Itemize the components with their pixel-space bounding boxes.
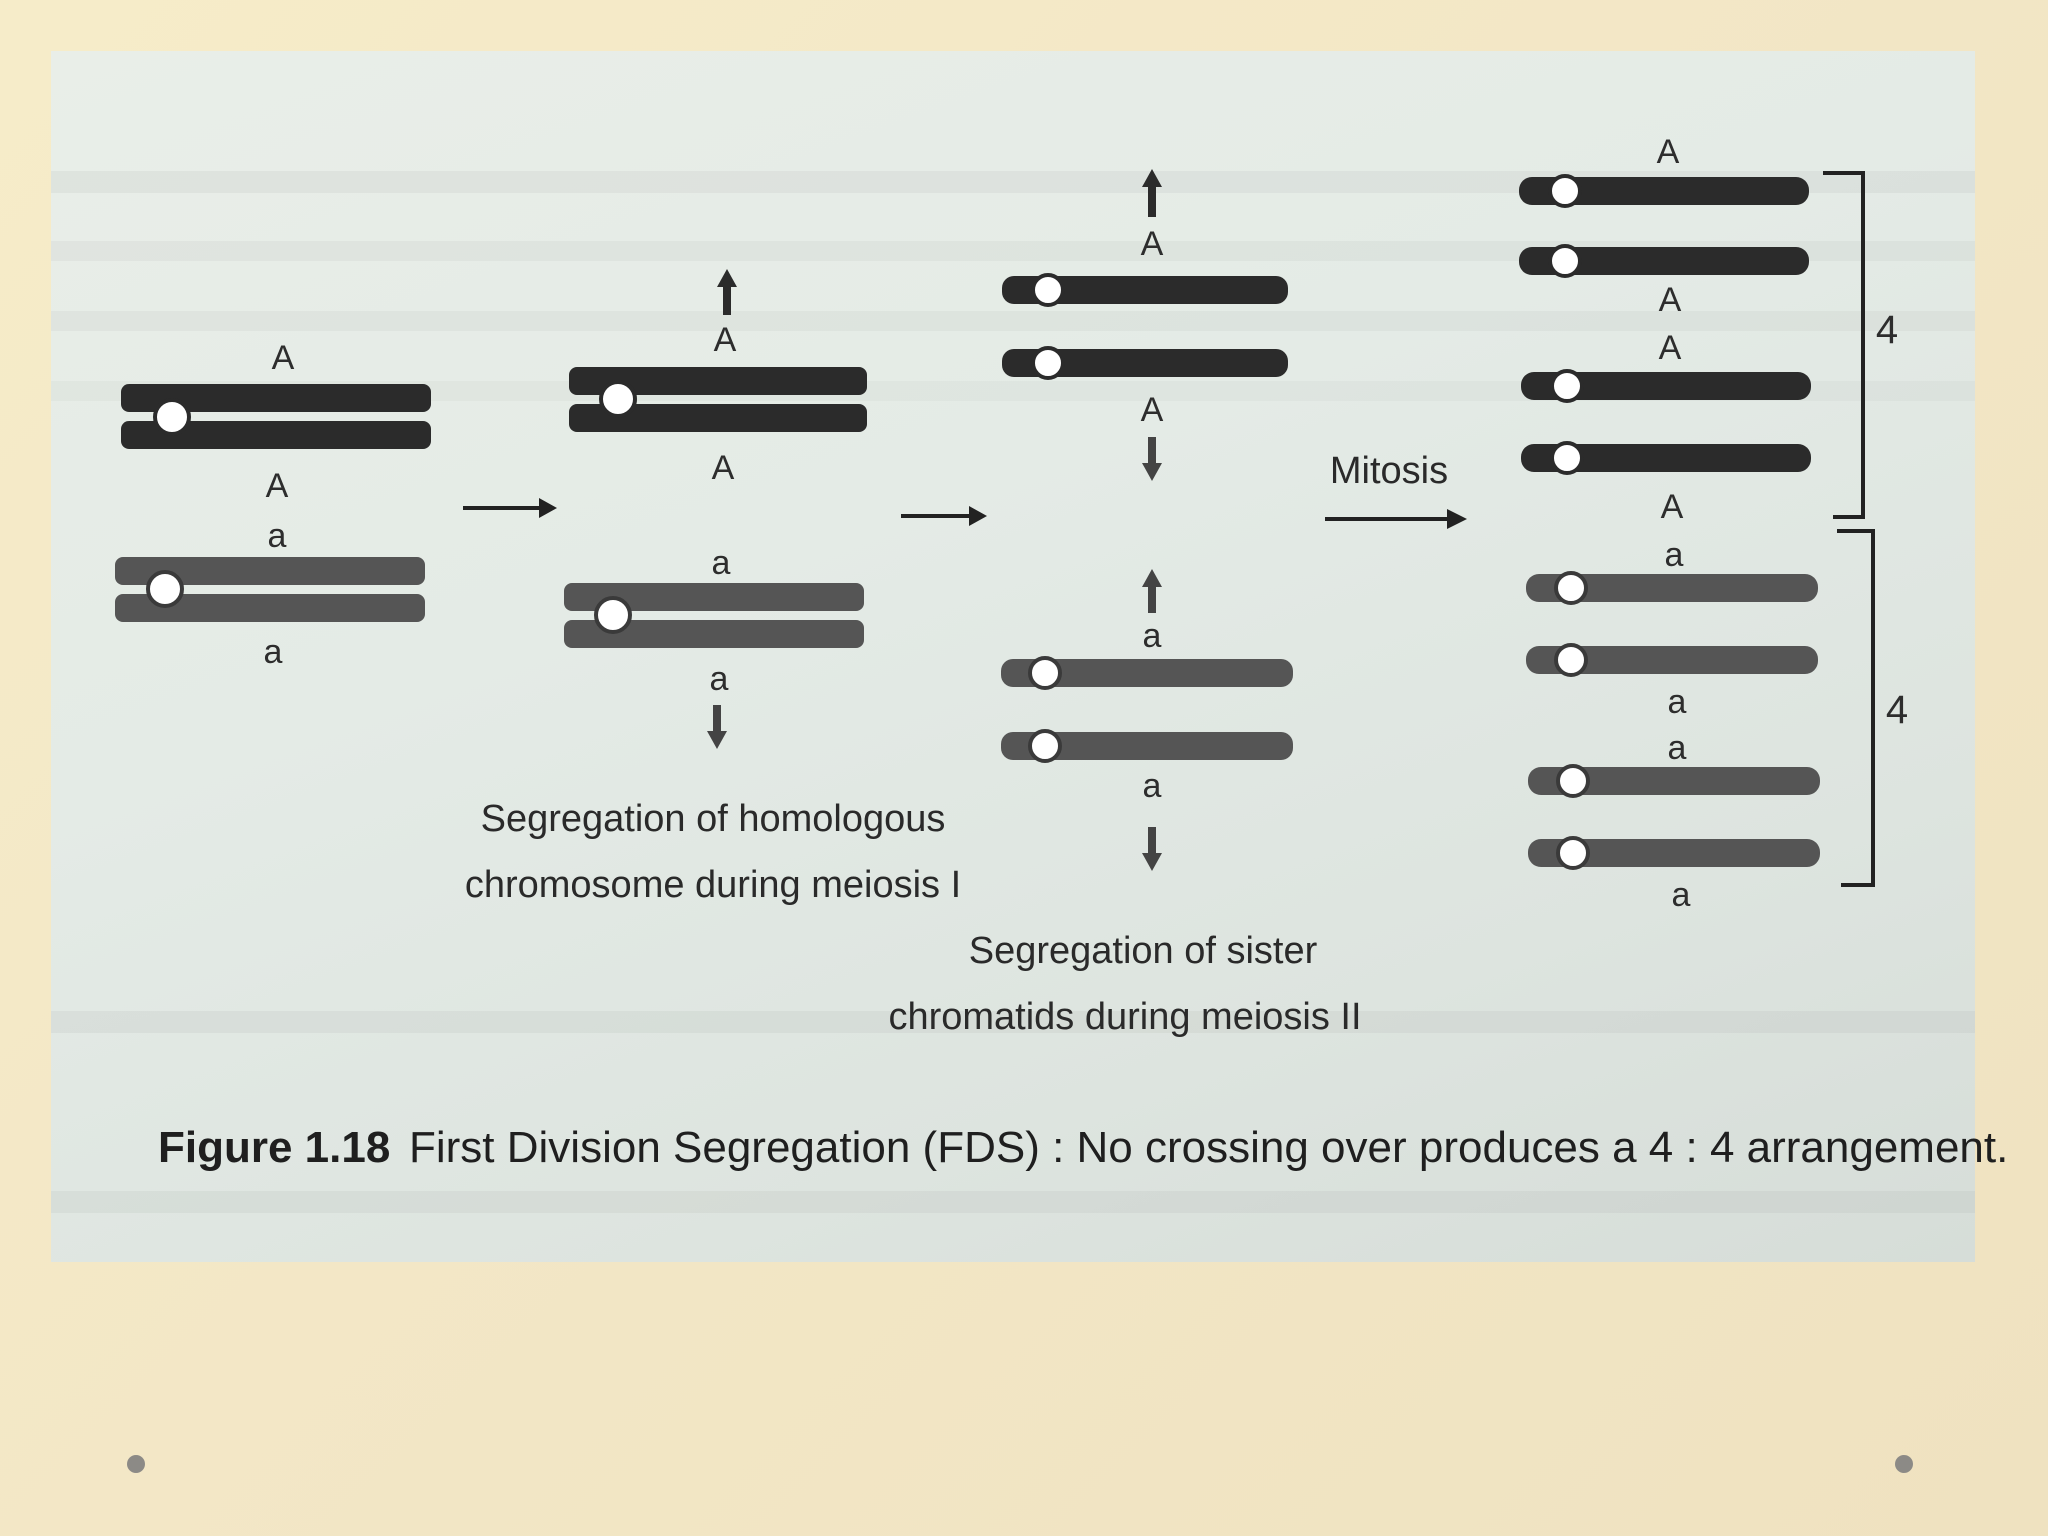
centromere (1031, 273, 1065, 307)
chromatid (1526, 574, 1818, 602)
stage4-label-a2: a (1668, 683, 1687, 721)
slide-bullet-right (1895, 1455, 1913, 1473)
centromere (1028, 656, 1062, 690)
centromere (153, 398, 191, 436)
arrow-mitosis: Mitosis (1325, 450, 1467, 529)
centromere (1550, 441, 1584, 475)
chromatid (1521, 444, 1811, 472)
chromatid (1528, 839, 1820, 867)
chromatid (1001, 659, 1293, 687)
chromatid (1528, 767, 1820, 795)
caption-text: First Division Segregation (FDS) : No cr… (409, 1123, 2008, 1172)
centromere (1031, 346, 1065, 380)
up-arrow (1142, 169, 1162, 217)
stage2-label-a-bottom: a (710, 660, 729, 698)
stage3-label-a-bottom: a (1143, 767, 1162, 805)
arrow-stage2-to-3 (901, 506, 987, 526)
stage3-label-A-top: A (1141, 225, 1164, 263)
stage4-label-a3: a (1668, 729, 1687, 767)
bracket-top (1823, 171, 1865, 519)
meiosis2-caption-line2: chromatids during meiosis II (888, 996, 1361, 1038)
stage2-label-A-bottom: A (712, 449, 735, 487)
stage3-meiosis2: A A a a Segregation of sister chromatids… (888, 169, 1362, 1038)
stage3-label-a-top: a (1143, 617, 1162, 655)
stage4-label-A2: A (1659, 281, 1682, 319)
up-arrow (1142, 569, 1162, 613)
meiosis2-caption-line1: Segregation of sister (969, 930, 1318, 972)
chromatid (1002, 349, 1288, 377)
mitosis-label: Mitosis (1330, 450, 1448, 492)
stage4-label-A3: A (1659, 329, 1682, 367)
chromatid (569, 404, 867, 432)
stage4-ascospores: A A A A a a a (1519, 133, 1908, 914)
centromere (1556, 764, 1590, 798)
chromatid (1002, 276, 1288, 304)
figure-photo: A A a a A (51, 51, 2008, 1262)
centromere (1554, 643, 1588, 677)
stage4-label-A4: A (1661, 488, 1684, 526)
bracket-bottom (1837, 529, 1875, 887)
chromatid (121, 384, 431, 412)
chromatid (1526, 646, 1818, 674)
centromere (1556, 836, 1590, 870)
chromatid (115, 594, 425, 622)
chromatid (1519, 247, 1809, 275)
up-arrow (717, 269, 737, 315)
stage1-label-a-top: a (268, 517, 287, 555)
centromere (599, 380, 637, 418)
stage2-label-a-top: a (712, 544, 731, 582)
stage4-label-A1: A (1657, 133, 1680, 171)
meiosis1-caption-line2: chromosome during meiosis I (465, 864, 961, 906)
chromatid (569, 367, 867, 395)
group-count-top: 4 (1876, 308, 1898, 352)
stage1-label-A-top: A (272, 339, 295, 377)
chromatid (115, 557, 425, 585)
centromere (1548, 244, 1582, 278)
stage1-label-a-bottom: a (264, 633, 283, 671)
stage3-label-A-bottom: A (1141, 391, 1164, 429)
chromatid (1521, 372, 1811, 400)
down-arrow (707, 705, 727, 749)
chromatid (121, 421, 431, 449)
stage4-label-a1: a (1665, 536, 1684, 574)
figure-caption: Figure 1.18 First Division Segregation (… (158, 1123, 2008, 1172)
stage2-meiosis1: A A a a Segregation of homologous chromo… (465, 269, 961, 906)
centromere (1028, 729, 1062, 763)
centromere (1548, 174, 1582, 208)
centromere (1550, 369, 1584, 403)
stage2-label-A-top: A (714, 321, 737, 359)
meiosis1-caption-line1: Segregation of homologous (481, 798, 946, 840)
centromere (1554, 571, 1588, 605)
centromere (146, 570, 184, 608)
arrow-stage1-to-2 (463, 498, 557, 518)
down-arrow (1142, 437, 1162, 481)
group-count-bottom: 4 (1886, 688, 1908, 732)
fds-diagram: A A a a A (51, 133, 2008, 1213)
chromatid (1519, 177, 1809, 205)
stage1-homologs: A A a a (115, 339, 431, 671)
down-arrow (1142, 827, 1162, 871)
slide-bullet-left (127, 1455, 145, 1473)
bleed-through-texture (51, 171, 1975, 1213)
chromatid (564, 620, 864, 648)
chromatid (1001, 732, 1293, 760)
caption-number: Figure 1.18 (158, 1123, 390, 1172)
stage1-label-A-bottom: A (266, 467, 289, 505)
centromere (594, 596, 632, 634)
chromatid (564, 583, 864, 611)
stage4-label-a4: a (1672, 876, 1691, 914)
